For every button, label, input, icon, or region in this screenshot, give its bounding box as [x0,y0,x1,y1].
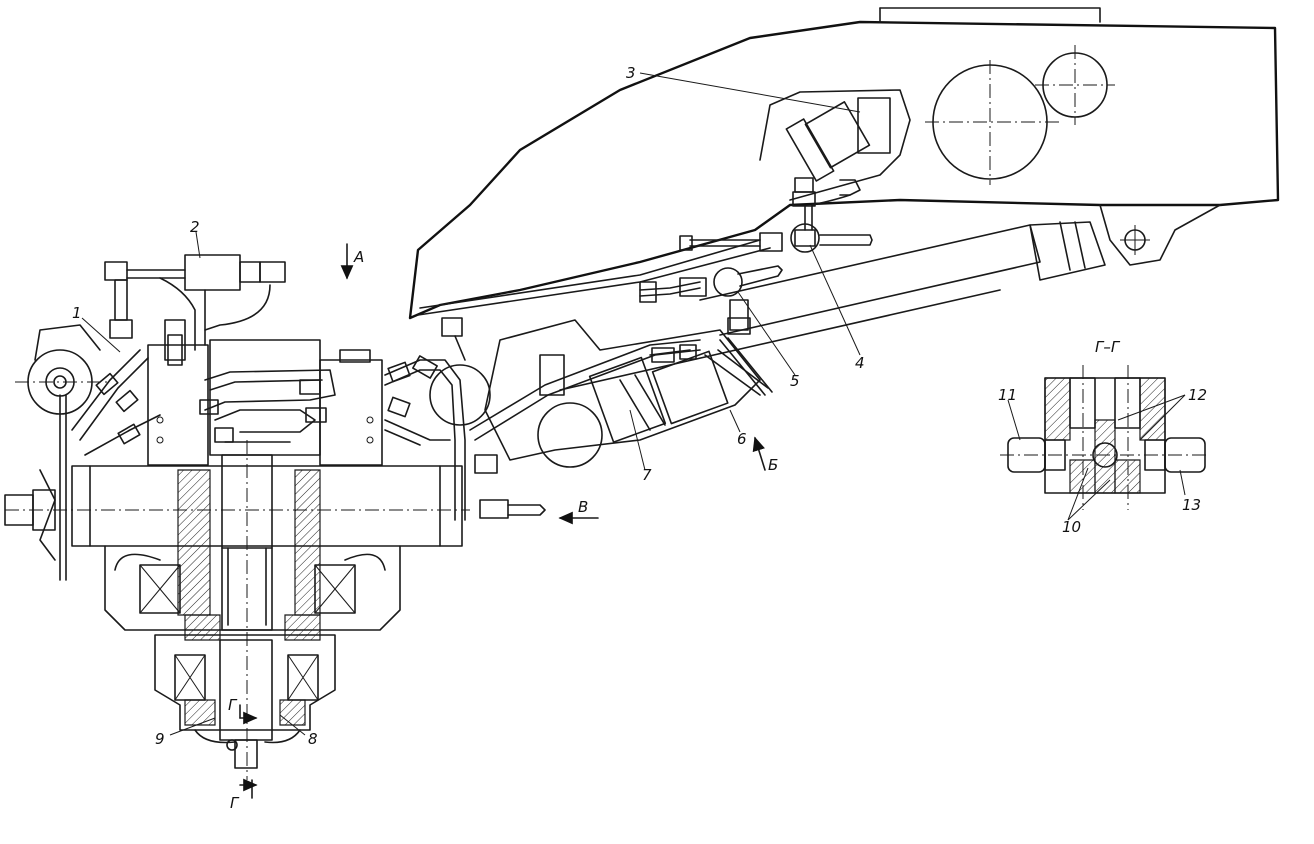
callout-13: 13 [1182,496,1201,514]
top-valve-assembly [104,254,286,366]
section-g-g-detail [1000,365,1210,510]
leader-13 [1179,469,1186,496]
view-letter-a: А [353,248,364,266]
view-arrows [239,243,766,799]
leader-1 [81,317,121,353]
callout-2: 2 [190,218,200,236]
callout-12: 12 [1188,386,1207,404]
leader-12b [1139,394,1186,441]
callout-4: 4 [855,354,865,372]
view-letter-v: В [578,498,588,516]
leader-lines [81,72,1186,736]
view-letters: А Б В Г Г Г–Г [228,248,1121,812]
callout-7: 7 [642,466,652,484]
view-letter-b: Б [768,456,778,474]
leader-3 [639,72,861,113]
callout-1: 1 [72,304,82,322]
callout-8: 8 [308,730,318,748]
leader-9 [169,717,216,736]
leader-4 [809,244,861,356]
callout-11: 11 [998,386,1017,404]
damper-rod [559,221,1106,391]
blade-links [639,97,891,396]
callout-labels: 1 2 3 4 5 6 7 8 9 10 11 12 13 [72,64,1207,748]
leader-10b [1067,479,1111,521]
leader-5 [737,291,796,376]
rotor-hub [5,339,470,780]
view-letter-g-bottom: Г [230,794,240,812]
hydraulic-unit [429,319,769,468]
leader-7 [629,409,646,471]
section-title: Г–Г [1095,338,1121,356]
leader-12a [1117,394,1186,421]
leader-8 [279,714,306,736]
central-pipes [199,317,701,521]
callout-6: 6 [737,430,747,448]
blade-body [408,7,1280,320]
callout-9: 9 [155,730,165,748]
leader-11 [1007,399,1021,441]
leader-10a [1067,467,1089,521]
callout-10: 10 [1062,518,1081,536]
leader-2 [195,231,201,259]
callout-5: 5 [790,372,800,390]
leader-6 [729,409,741,433]
view-letter-g-top: Г [228,696,238,714]
left-pipe-assembly [4,324,161,581]
callout-3: 3 [626,64,636,82]
view-arrow-b [752,436,766,471]
